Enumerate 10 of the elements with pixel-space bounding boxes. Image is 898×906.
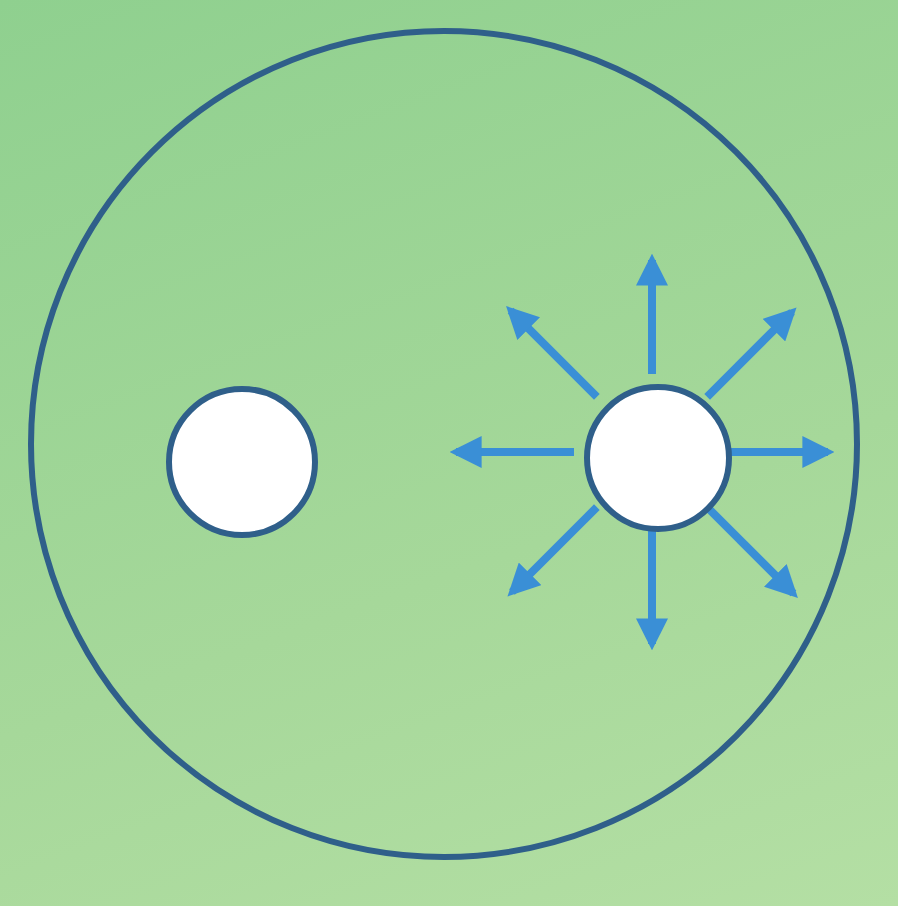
arrow [507,504,600,597]
arrow [506,306,600,400]
arrow [704,504,798,598]
arrow [636,253,668,374]
arrow [704,307,797,400]
circle-shape [584,384,732,532]
arrow [636,530,668,651]
arrow [449,436,574,468]
circle-shape [28,28,860,860]
arrow [730,436,835,468]
